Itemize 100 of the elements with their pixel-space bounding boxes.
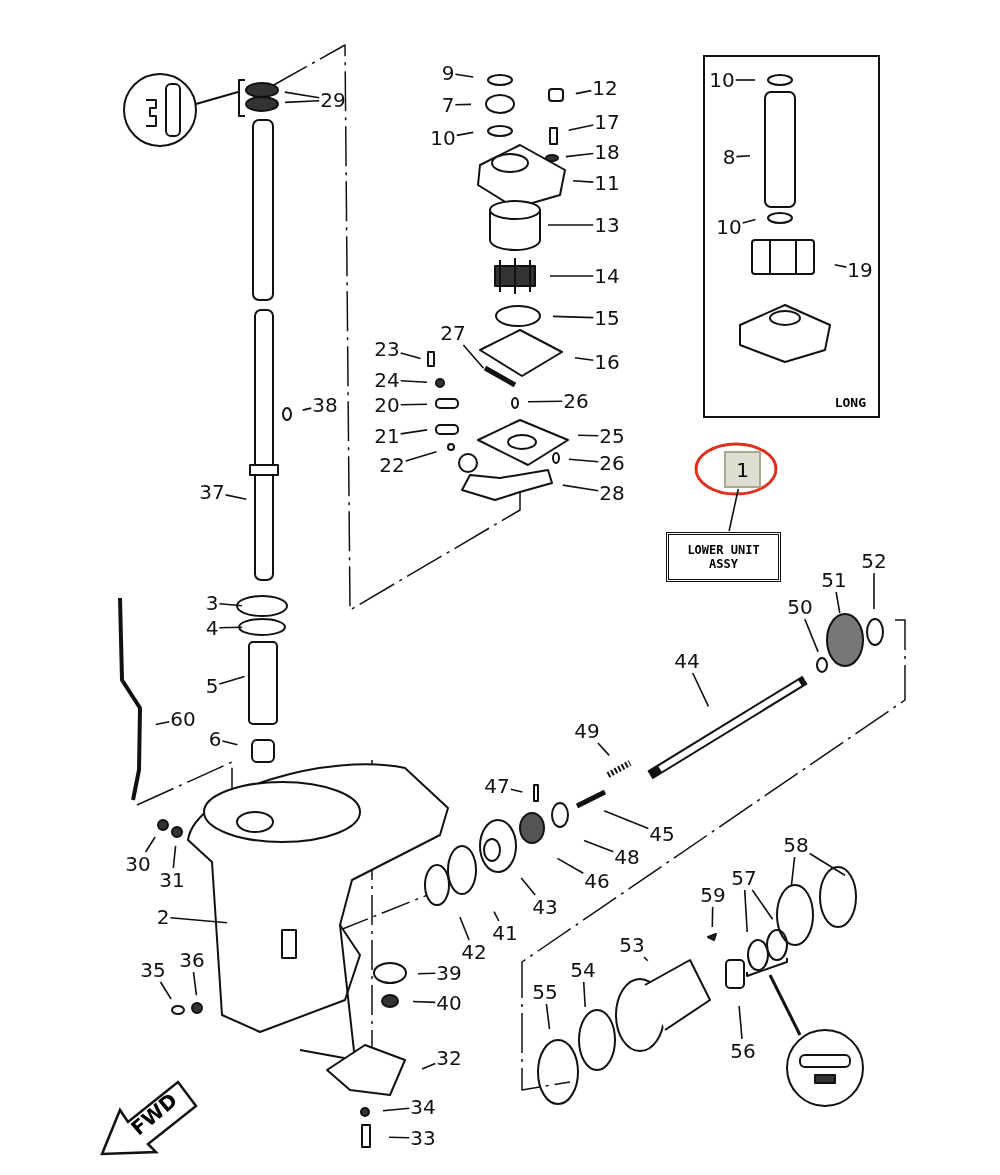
callout-number: 14 (594, 265, 620, 287)
callout-number: 4 (205, 617, 219, 639)
callout-number: 17 (594, 111, 620, 133)
leader-line (567, 124, 595, 132)
callout-number: 56 (730, 1040, 756, 1062)
leader-line (218, 675, 246, 685)
leader-line (603, 810, 650, 830)
callout-number: 21 (374, 425, 400, 447)
leader-line (382, 1107, 411, 1112)
callout-number: 13 (594, 214, 620, 236)
leader-line (459, 916, 470, 941)
leader-line (221, 740, 239, 746)
leader-line (547, 224, 595, 226)
callout-number: 23 (374, 338, 400, 360)
callout-number: 50 (787, 596, 813, 618)
callout-number: 37 (199, 481, 225, 503)
leader-line (454, 73, 474, 78)
assembly-label-box: LOWER UNIT ASSY (666, 532, 781, 582)
leader-line (455, 131, 474, 137)
leader-line (412, 1000, 437, 1004)
callout-number: 47 (484, 775, 510, 797)
leader-line (172, 845, 177, 869)
leader-line (804, 618, 819, 653)
leader-line (421, 1062, 437, 1070)
leader-line (565, 152, 595, 158)
callout-number: 3 (205, 592, 219, 614)
callout-number: 16 (594, 351, 620, 373)
callout-number: 54 (570, 959, 596, 981)
callout-number: 12 (592, 77, 618, 99)
leader-line (583, 839, 615, 853)
callout-number: 34 (410, 1096, 436, 1118)
callout-number: 46 (584, 870, 610, 892)
leader-line (399, 380, 428, 384)
callout-number: 20 (374, 394, 400, 416)
leader-line (582, 981, 586, 1008)
callout-number: 22 (379, 454, 405, 476)
callout-number: 51 (821, 569, 847, 591)
leader-line (144, 836, 156, 853)
leader-line (552, 315, 595, 319)
reference-number-box: 1 (724, 451, 761, 488)
callout-number: 57 (731, 867, 757, 889)
callout-number: 11 (594, 172, 620, 194)
callout-number: 48 (614, 846, 640, 868)
leader-line (218, 626, 243, 629)
callout-number: 49 (574, 720, 600, 742)
callout-number: 18 (594, 141, 620, 163)
leader-line (218, 602, 243, 607)
leader-line (568, 458, 600, 463)
leader-line (527, 400, 564, 403)
callout-number: 38 (312, 394, 338, 416)
leader-line (404, 450, 438, 462)
leader-line (520, 877, 536, 896)
leader-line (643, 956, 649, 962)
callout-number: 26 (563, 390, 589, 412)
callout-number: 44 (674, 650, 700, 672)
callout-number: 19 (847, 259, 873, 281)
leader-line (574, 356, 595, 361)
callout-number: 5 (205, 675, 219, 697)
inset-panel (703, 55, 880, 418)
leader-line (399, 403, 428, 406)
leader-line (738, 1005, 743, 1040)
callout-number: 27 (440, 322, 466, 344)
leader-line (454, 103, 472, 106)
callout-number: 29 (320, 89, 346, 111)
leader-line (284, 99, 321, 104)
callout-number: 2 (156, 906, 170, 928)
callout-number: 52 (861, 550, 887, 572)
callout-number: 30 (125, 853, 151, 875)
leader-line (728, 488, 740, 532)
leader-line (159, 981, 172, 1000)
leader-line (493, 910, 500, 922)
callout-number: 10 (709, 69, 735, 91)
leader-line (545, 1003, 551, 1030)
callout-number: 60 (170, 708, 196, 730)
callout-number: 6 (208, 728, 222, 750)
leader-line (790, 856, 796, 886)
callout-number: 10 (430, 127, 456, 149)
callout-number: 10 (716, 216, 742, 238)
callout-number: 41 (492, 922, 518, 944)
leader-line (743, 889, 748, 933)
callout-number: 36 (179, 949, 205, 971)
callout-number: 42 (461, 941, 487, 963)
leader-line (169, 916, 228, 924)
leader-line (399, 429, 428, 435)
callout-number: 45 (649, 823, 675, 845)
leader-line (224, 494, 248, 501)
callout-number: 31 (159, 869, 185, 891)
leader-line (509, 788, 524, 793)
callout-number: 24 (374, 369, 400, 391)
callout-number: 59 (700, 884, 726, 906)
leader-line (154, 720, 171, 726)
leader-line (417, 972, 437, 975)
callout-number: 9 (441, 62, 455, 84)
leader-line (597, 742, 610, 757)
callout-number: 26 (599, 452, 625, 474)
leader-line (873, 572, 875, 610)
callout-number: 7 (441, 94, 455, 116)
callout-number: 8 (722, 146, 736, 168)
callout-number: 53 (619, 934, 645, 956)
leader-line (577, 434, 600, 437)
